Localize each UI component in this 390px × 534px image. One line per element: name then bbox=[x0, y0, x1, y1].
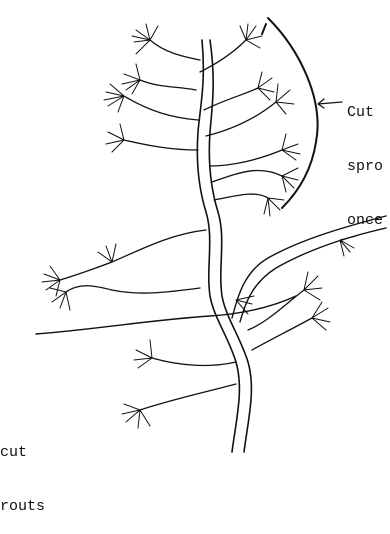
cut-bracket-arc bbox=[268, 18, 318, 208]
label-top-line-2: spro bbox=[347, 158, 383, 176]
needle-tufts bbox=[42, 24, 356, 428]
mid-branch-right bbox=[212, 170, 282, 200]
crown-branch-1 bbox=[140, 40, 258, 110]
crown-branch-2 bbox=[124, 96, 282, 166]
pine-branch-drawing bbox=[0, 0, 390, 454]
label-bottom-line-2: routs bbox=[0, 498, 45, 516]
label-top-line-1: Cut bbox=[347, 104, 383, 122]
label-bottom-line-1: cut bbox=[0, 444, 45, 462]
cut-line bbox=[36, 296, 296, 334]
main-stem-outline bbox=[209, 40, 251, 452]
low-branch-left bbox=[140, 358, 236, 410]
cut-sprouts-label: cut routs bbox=[0, 408, 45, 534]
mid-branch-left-2 bbox=[66, 286, 200, 293]
mid-branch-left bbox=[60, 230, 206, 280]
bracket-tick bbox=[262, 24, 266, 34]
label-top-line-3: once bbox=[347, 212, 383, 230]
label-pointer-arrow bbox=[318, 99, 342, 108]
main-stem bbox=[197, 40, 239, 452]
low-branch-right bbox=[248, 290, 312, 350]
cut-sprouts-once-label: Cut spro once bbox=[347, 68, 383, 248]
